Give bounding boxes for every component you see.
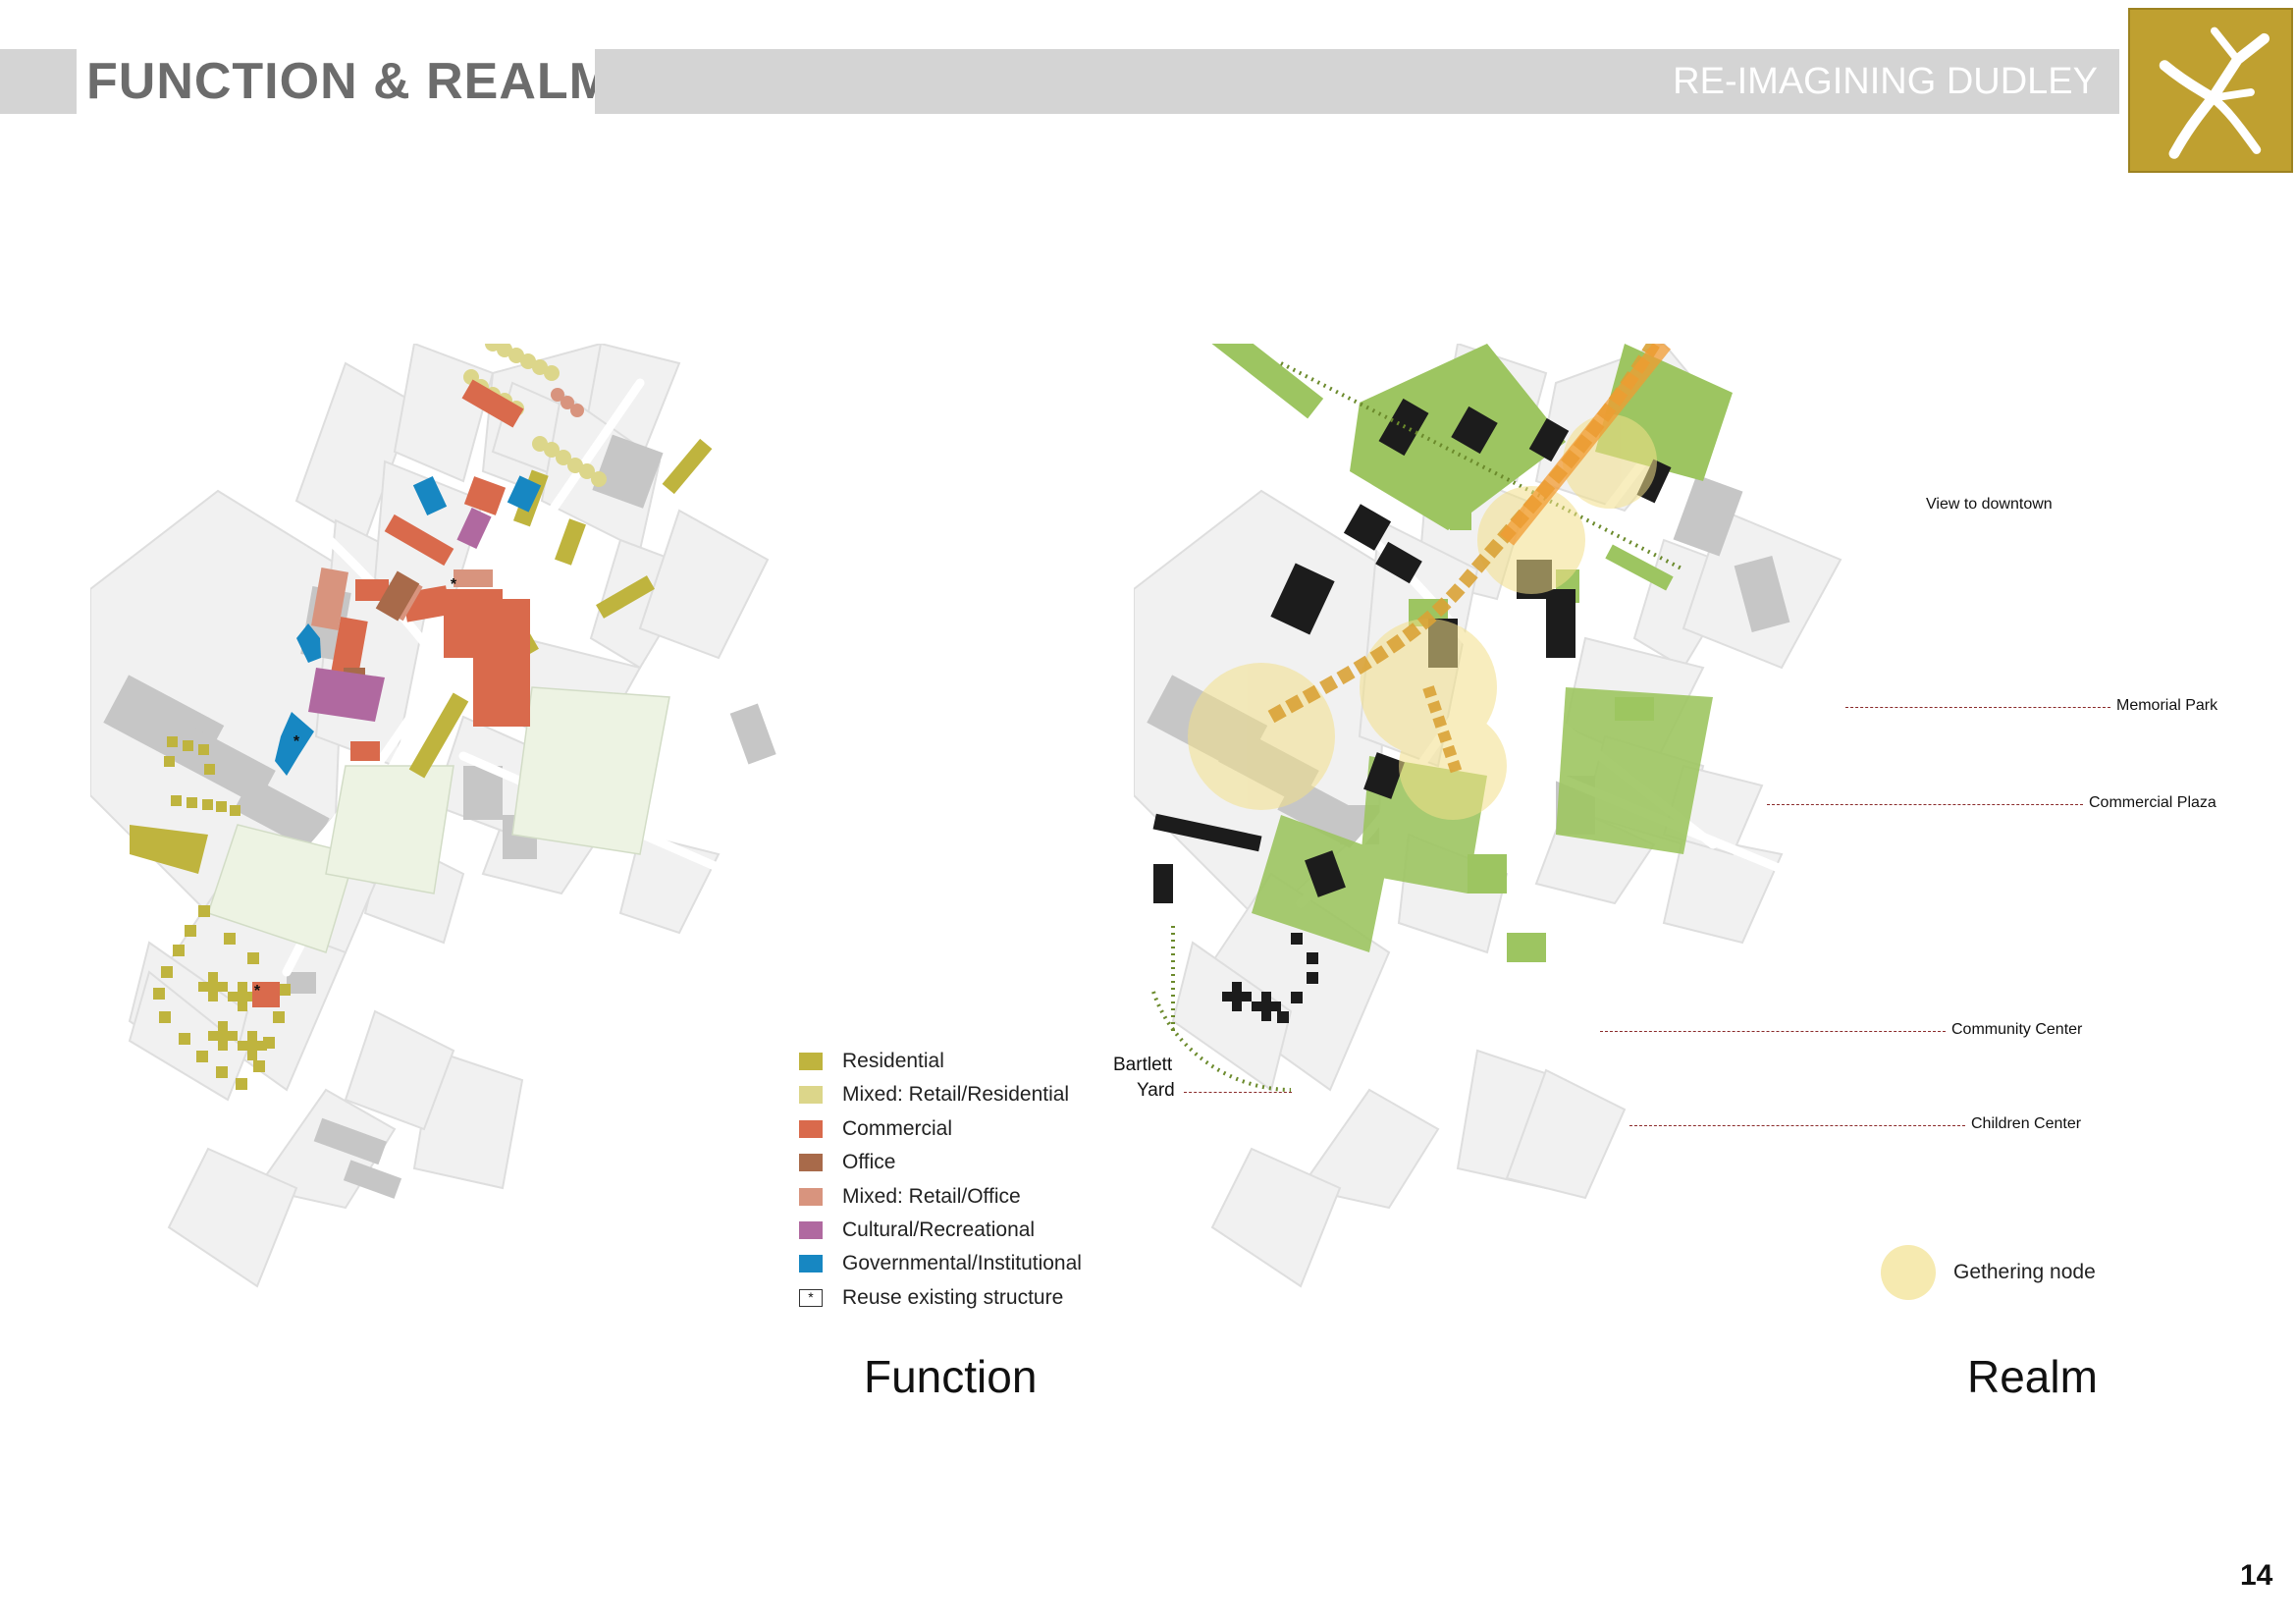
header-right-bar: RE-IMAGINING DUDLEY <box>595 49 2119 114</box>
leader-line <box>1184 1092 1292 1093</box>
page-number: 14 <box>2240 1559 2273 1592</box>
annotation-view-to-downtown: View to downtown <box>1926 496 2053 513</box>
svg-text:*: * <box>254 983 261 1000</box>
gathering-node-icon <box>1881 1245 1936 1300</box>
realm-caption: Realm <box>1967 1351 2098 1402</box>
realm-map <box>1134 344 1845 1288</box>
header-left-bar <box>0 49 77 114</box>
annotation-children-center: Children Center <box>1971 1115 2082 1132</box>
annotation-yard: Yard <box>1137 1080 1175 1101</box>
page-title: FUNCTION & REALM <box>86 53 613 110</box>
function-caption: Function <box>864 1351 1038 1402</box>
function-map: * * * <box>90 344 782 1288</box>
legend-swatch <box>799 1154 823 1172</box>
legend-swatch <box>799 1053 823 1070</box>
svg-text:*: * <box>294 733 300 750</box>
commercial-plaza-node <box>1477 486 1585 594</box>
annotation-community-center: Community Center <box>1951 1021 2083 1038</box>
legend-swatch <box>799 1187 823 1206</box>
reuse-star-icon: * <box>799 1288 823 1307</box>
legend-swatch <box>799 1119 823 1138</box>
annotation-commercial-plaza: Commercial Plaza <box>2089 794 2216 811</box>
dudley-logo <box>2128 8 2293 173</box>
leader-line <box>1600 1031 1946 1032</box>
leader-line <box>1845 707 2110 708</box>
leader-line <box>1629 1125 1965 1126</box>
bartlett-yard-node <box>1188 663 1335 810</box>
street-network-icon <box>2159 27 2270 159</box>
project-subtitle: RE-IMAGINING DUDLEY <box>1673 61 2098 102</box>
gathering-node-label: Gethering node <box>1953 1261 2096 1283</box>
leader-line <box>1767 804 2083 805</box>
legend-swatch <box>799 1086 823 1105</box>
annotation-memorial-park: Memorial Park <box>2116 697 2218 714</box>
legend-swatch <box>799 1255 823 1273</box>
svg-text:*: * <box>451 576 457 593</box>
legend-swatch <box>799 1220 823 1239</box>
annotation-bartlett: Bartlett <box>1113 1055 1173 1075</box>
